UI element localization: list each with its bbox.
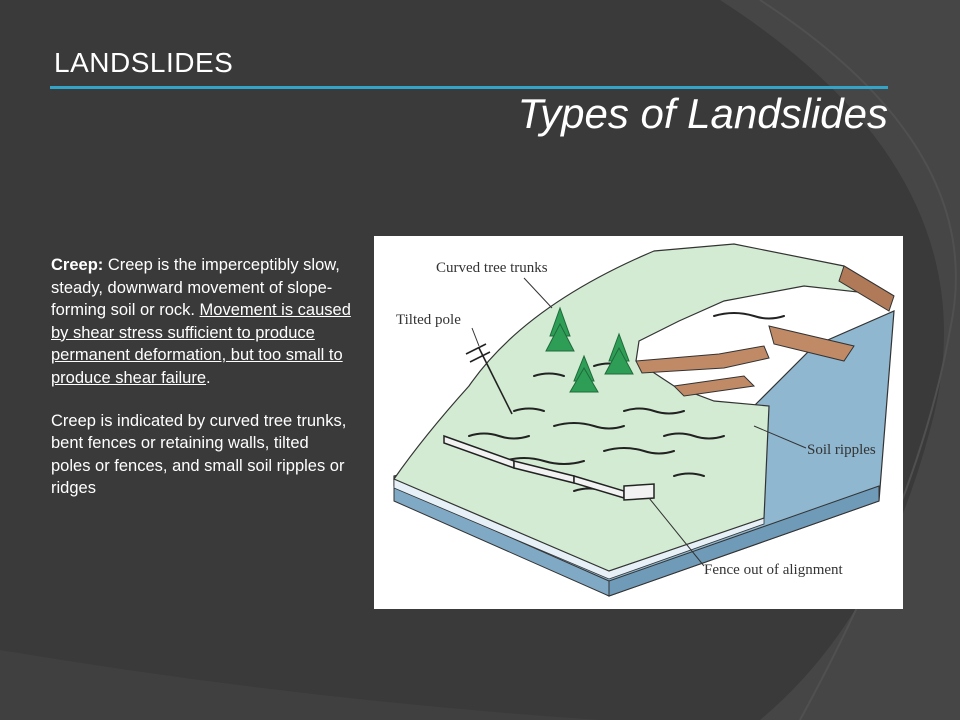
label-soil-ripples: Soil ripples [807,442,876,458]
creep-diagram: Curved tree trunks Tilted pole Soil ripp… [374,236,903,609]
label-curved-tree-trunks: Curved tree trunks [436,260,548,276]
section-title: LANDSLIDES [54,47,234,78]
creep-definition-text: Creep is the imperceptibly slow, steady,… [51,256,340,320]
creep-indicators-paragraph: Creep is indicated by curved tree trunks… [51,411,347,498]
creep-description: Creep: Creep is the imperceptibly slow, … [51,254,351,520]
creep-cause-text: Movement is caused by shear stress suffi… [51,301,351,387]
creep-illustration: Curved tree trunks Tilted pole Soil ripp… [393,243,895,597]
title-divider [50,86,888,89]
label-fence-out-of-alignment: Fence out of alignment [704,562,844,578]
creep-definition-paragraph: Creep: Creep is the imperceptibly slow, … [51,254,351,390]
label-tilted-pole: Tilted pole [396,312,461,328]
slide-title: Types of Landslides [517,90,888,137]
creep-term: Creep: [51,256,104,274]
creep-definition-end: . [206,368,211,387]
